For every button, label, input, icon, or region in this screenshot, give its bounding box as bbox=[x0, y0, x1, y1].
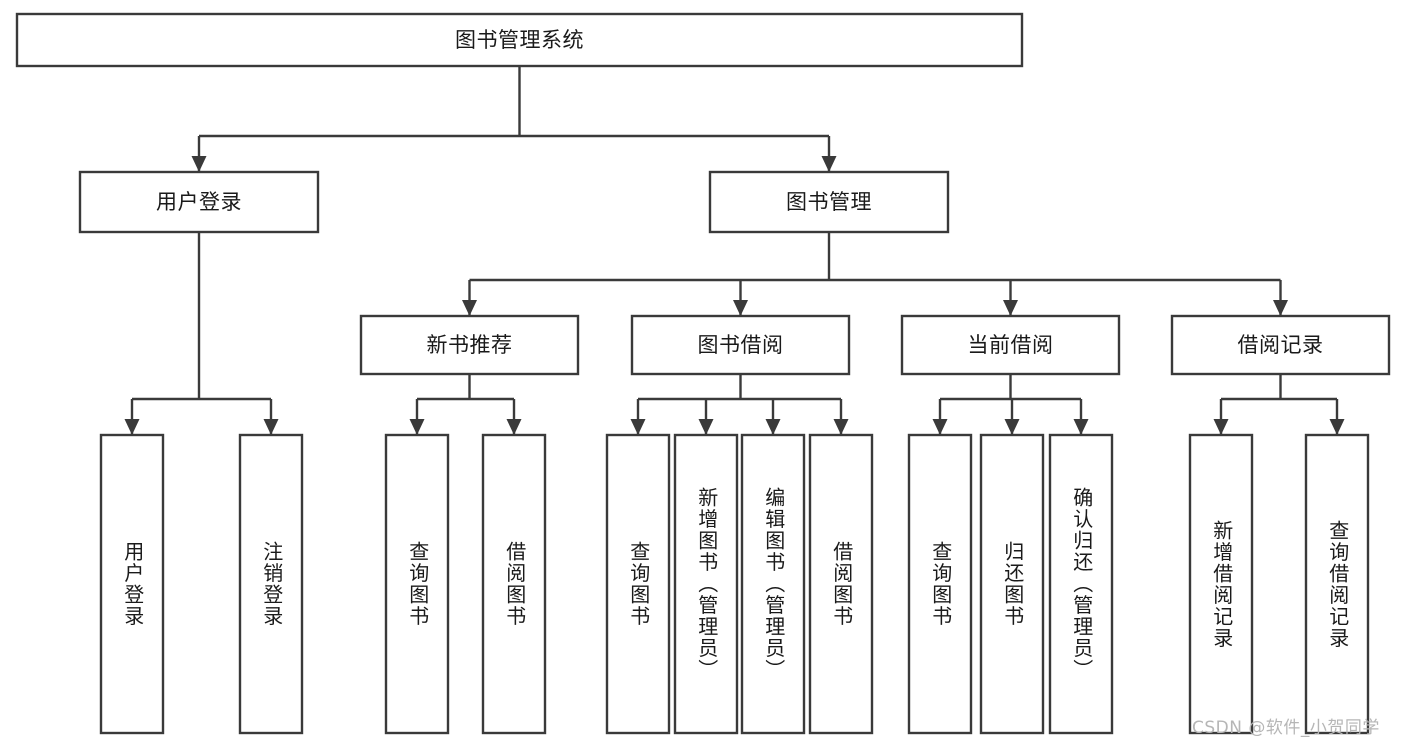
edge-arrowhead bbox=[506, 419, 522, 435]
node-box-l2_1[interactable] bbox=[708, 170, 950, 234]
edge-arrowhead bbox=[698, 419, 714, 435]
edge-arrowhead bbox=[765, 419, 781, 435]
node-box-l3_3[interactable] bbox=[1170, 314, 1391, 376]
edge-arrowhead bbox=[124, 419, 140, 435]
edge-arrowhead bbox=[191, 156, 207, 172]
node-box-leaf_2[interactable] bbox=[384, 433, 450, 735]
edge-arrowhead bbox=[1329, 419, 1345, 435]
edge-arrowhead bbox=[1004, 419, 1020, 435]
node-box-l2_0[interactable] bbox=[78, 170, 320, 234]
edge-arrowhead bbox=[821, 156, 837, 172]
node-box-leaf_8[interactable] bbox=[907, 433, 973, 735]
boxes-group bbox=[15, 12, 1391, 735]
edge-arrowhead bbox=[1273, 300, 1288, 316]
node-box-leaf_10[interactable] bbox=[1048, 433, 1114, 735]
node-box-leaf_0[interactable] bbox=[99, 433, 165, 735]
node-box-leaf_7[interactable] bbox=[808, 433, 874, 735]
edge-arrowhead bbox=[1073, 419, 1089, 435]
node-box-leaf_12[interactable] bbox=[1304, 433, 1370, 735]
edge-arrowhead bbox=[409, 419, 425, 435]
node-box-leaf_9[interactable] bbox=[979, 433, 1045, 735]
edge-arrowhead bbox=[1003, 300, 1018, 316]
node-box-l3_2[interactable] bbox=[900, 314, 1121, 376]
edge-arrowhead bbox=[932, 419, 948, 435]
edge-arrowhead bbox=[462, 300, 477, 316]
edge-arrowhead bbox=[733, 300, 748, 316]
node-box-leaf_5[interactable] bbox=[673, 433, 739, 735]
node-box-l3_0[interactable] bbox=[359, 314, 580, 376]
watermark-text: CSDN @软件_小贺同学 bbox=[1192, 718, 1380, 738]
node-box-l3_1[interactable] bbox=[630, 314, 851, 376]
node-box-leaf_1[interactable] bbox=[238, 433, 304, 735]
node-box-leaf_6[interactable] bbox=[740, 433, 806, 735]
node-box-root[interactable] bbox=[15, 12, 1024, 68]
edge-arrowhead bbox=[630, 419, 646, 435]
node-box-leaf_11[interactable] bbox=[1188, 433, 1254, 735]
edge-arrowhead bbox=[263, 419, 279, 435]
node-box-leaf_3[interactable] bbox=[481, 433, 547, 735]
edges-group bbox=[124, 66, 1345, 435]
edge-arrowhead bbox=[833, 419, 849, 435]
edge-arrowhead bbox=[1213, 419, 1229, 435]
node-box-leaf_4[interactable] bbox=[605, 433, 671, 735]
